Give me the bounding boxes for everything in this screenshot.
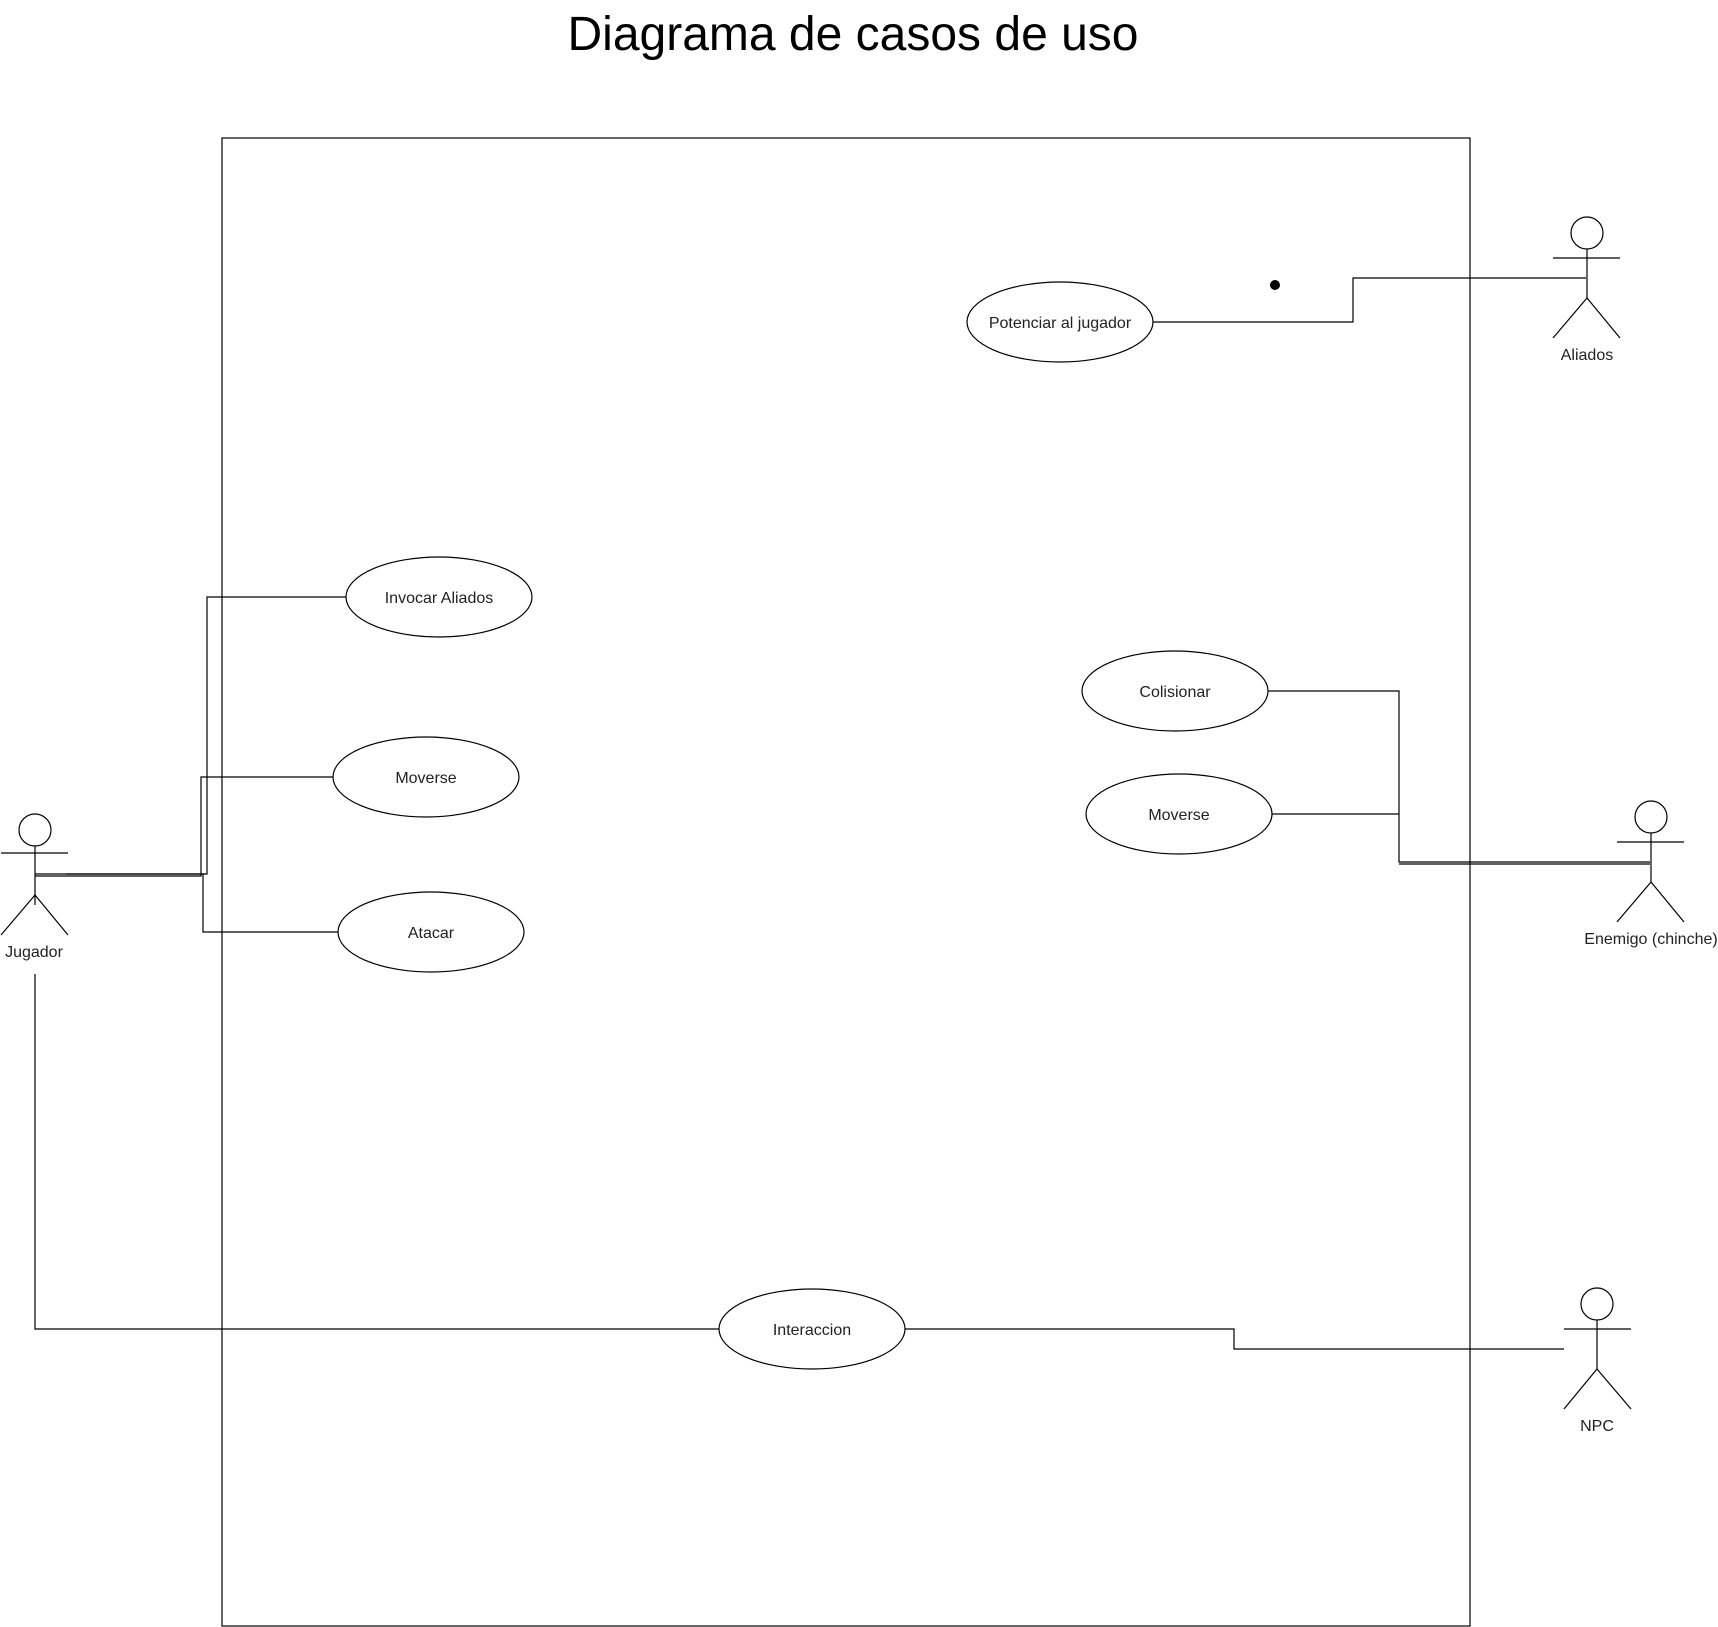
actor-label: Jugador [5,944,63,961]
use-case-label: Moverse [1148,807,1209,824]
stick-figure-icon [1616,800,1685,923]
use-case-ellipse [337,891,525,973]
use-case-potenciar: Potenciar al jugador [966,281,1154,363]
stick-figure-icon [1552,216,1621,339]
use-case-label: Atacar [408,925,455,942]
line-jugador-interaccion [34,974,719,1330]
actor-label: NPC [1580,1418,1614,1435]
system-boundary [221,137,1471,1627]
use-case-colisionar: Colisionar [1081,650,1269,732]
use-case-label: Colisionar [1139,684,1211,701]
use-case-ellipse [1081,650,1269,732]
use-case-ellipse [718,1288,906,1370]
actor-label: Aliados [1561,347,1613,364]
line-jugador-atacar [66,873,338,933]
use-case-ellipse [966,281,1154,363]
actor-npc: NPC [1563,1287,1632,1435]
use-case-moverse-jugador: Moverse [332,736,520,818]
use-case-label: Invocar Aliados [385,590,494,607]
use-case-label: Potenciar al jugador [989,315,1132,332]
line-jugador-moverse [35,776,333,877]
actor-jugador: Jugador [0,813,69,961]
use-case-ellipse [332,736,520,818]
stick-figure-icon [0,813,69,936]
use-case-ellipse [1085,773,1273,855]
actor-enemigo: Enemigo (chinche) [1584,800,1718,948]
use-case-interaccion: Interaccion [718,1288,906,1370]
use-case-invocar-aliados: Invocar Aliados [345,556,533,638]
line-potenciar-aliados [1153,277,1586,323]
use-case-atacar: Atacar [337,891,525,973]
use-case-label: Moverse [395,770,456,787]
stray-dot [1270,280,1280,290]
actor-aliados: Aliados [1552,216,1621,364]
association-lines [34,277,1650,1350]
use-case-ellipse [345,556,533,638]
line-jugador-invocar [35,596,346,875]
diagram-title: Diagrama de casos de uso [568,8,1139,61]
line-colisionar-enemigo [1268,690,1650,863]
use-case-label: Interaccion [773,1322,851,1339]
actor-label: Enemigo (chinche) [1584,931,1717,948]
use-case-moverse-enemigo: Moverse [1085,773,1273,855]
stick-figure-icon [1563,1287,1632,1410]
line-interaccion-npc [905,1328,1564,1350]
